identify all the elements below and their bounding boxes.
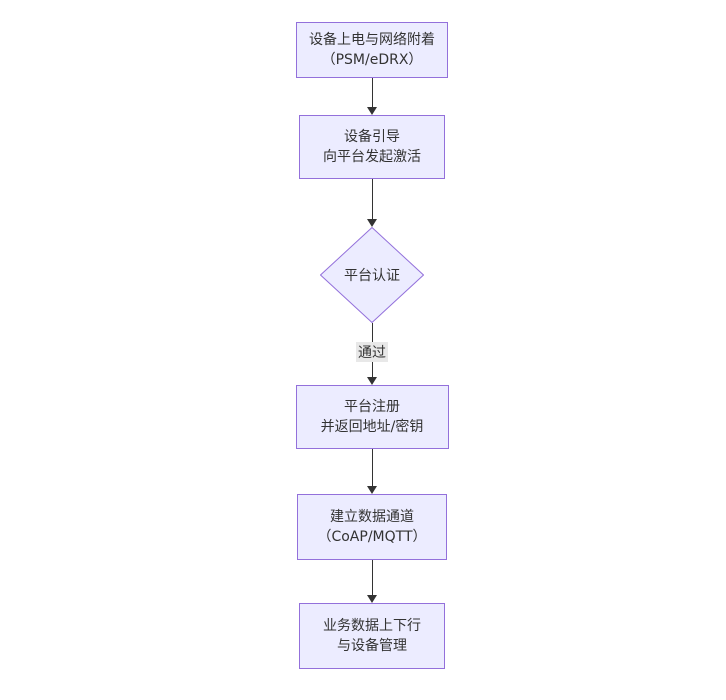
arrowhead-icon	[367, 595, 377, 603]
node-label-line: 设备上电与网络附着	[309, 32, 435, 48]
node-label-line: 并返回地址/密钥	[320, 419, 424, 435]
edge-arrow-4	[367, 449, 377, 494]
node-label-line: 建立数据通道	[330, 509, 414, 525]
edge-arrow-1	[367, 78, 377, 115]
edge-line	[371, 179, 373, 219]
arrowhead-icon	[367, 486, 377, 494]
arrowhead-icon	[367, 107, 377, 115]
flowchart-node-power-attach: 设备上电与网络附着 （PSM/eDRX）	[296, 22, 448, 78]
edge-label-pass: 通过	[356, 341, 388, 362]
edge-arrow-5	[367, 560, 377, 603]
node-label-line: （CoAP/MQTT）	[317, 529, 427, 545]
edge-line	[371, 560, 373, 595]
edge-arrow-2	[367, 179, 377, 227]
diamond-shape	[320, 227, 424, 323]
flowchart-node-data-channel: 建立数据通道 （CoAP/MQTT）	[297, 494, 447, 560]
edge-line	[371, 449, 373, 486]
node-label-line: 与设备管理	[337, 638, 407, 654]
arrowhead-icon	[367, 377, 377, 385]
flowchart-node-platform-auth: 平台认证	[320, 227, 424, 323]
flowchart-column: 设备上电与网络附着 （PSM/eDRX） 设备引导 向平台发起激活 平台认证	[9, 0, 726, 669]
node-label-line: （PSM/eDRX）	[321, 52, 423, 68]
edge-arrow-3: 通过	[356, 323, 388, 385]
node-label-line: 业务数据上下行	[323, 618, 421, 634]
node-label-line: 平台注册	[344, 399, 400, 415]
node-label-line: 设备引导	[344, 129, 400, 145]
flowchart-node-bootstrap: 设备引导 向平台发起激活	[299, 115, 445, 179]
node-label-line: 平台认证	[344, 268, 400, 284]
node-label-line: 向平台发起激活	[323, 149, 421, 165]
flowchart-node-business-data: 业务数据上下行 与设备管理	[299, 603, 445, 669]
edge-line	[371, 78, 373, 107]
arrowhead-icon	[367, 219, 377, 227]
flowchart-node-register: 平台注册 并返回地址/密钥	[295, 385, 449, 449]
